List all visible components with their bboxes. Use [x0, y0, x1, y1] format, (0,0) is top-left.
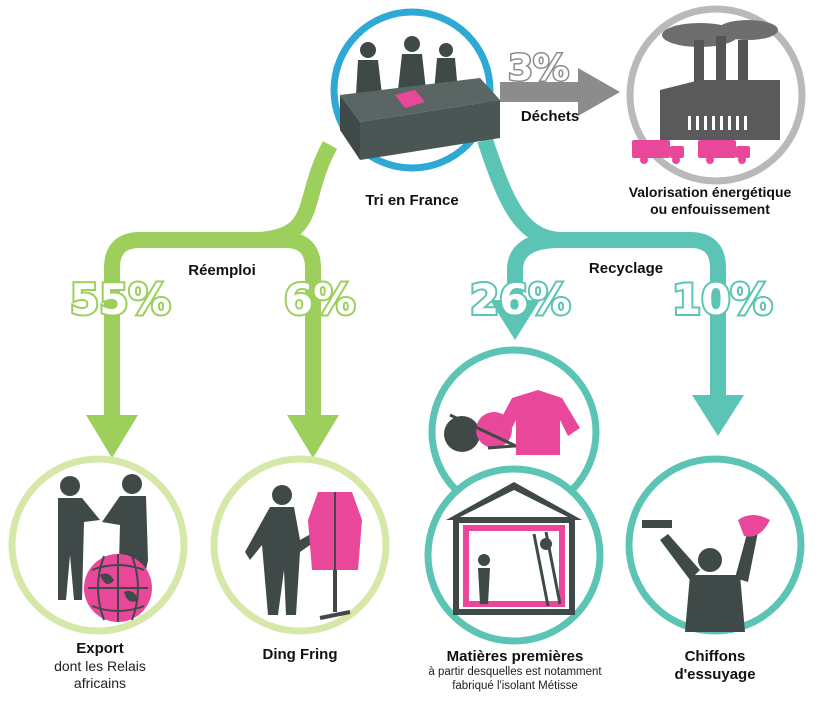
raw-materials-label: Matières premières à partir desquelles e…	[400, 648, 630, 694]
waste-label-line2: ou enfouissement	[650, 200, 770, 217]
rags-node	[625, 455, 805, 635]
dechets-label: Déchets	[520, 108, 580, 125]
reemploi-label: Réemploi	[188, 262, 256, 279]
raw-materials-sub-line1: à partir desquelles est notamment	[428, 666, 602, 678]
export-label: Export dont les Relais africains	[30, 640, 170, 692]
matieres-flow-line	[507, 232, 561, 305]
ding-fring-node	[210, 455, 390, 635]
matieres-pct: 26%	[470, 275, 571, 324]
dechets-arrow-shaft	[500, 82, 580, 102]
ding-fring-pct: 6%	[284, 275, 355, 324]
chiffons-arrow-head	[692, 395, 744, 436]
waste-label-line1: Valorisation énergétique	[628, 184, 792, 200]
export-sub-line2: africains	[73, 674, 127, 691]
factory-icon	[660, 20, 780, 140]
sweater-icon	[496, 390, 580, 455]
yarn-balls-icon	[444, 412, 541, 452]
raw-materials-title: Matières premières	[446, 648, 584, 665]
sorting-node	[330, 8, 500, 172]
dechets-arrow-head	[578, 68, 620, 116]
sorting-table-icon	[340, 78, 500, 160]
ding-fring-arrow-head	[287, 415, 339, 458]
yarn-node	[428, 346, 600, 518]
house-insulation-icon	[446, 482, 582, 615]
export-arrow-head	[86, 415, 138, 458]
mannequin-jacket-icon	[308, 492, 362, 620]
house-node	[424, 465, 604, 645]
ding-fring-flow-line	[230, 232, 321, 420]
recyclage-label: Recyclage	[588, 260, 664, 277]
dechets-pct: 3%	[508, 48, 569, 89]
ding-fring-label: Ding Fring	[262, 646, 338, 663]
globe-icon	[84, 554, 152, 622]
rags-label: Chiffons d'essuyage	[650, 648, 780, 684]
source-label: Tri en France	[365, 192, 459, 209]
export-pct: 55%	[70, 275, 171, 324]
waste-label: Valorisation énergétique ou enfouissemen…	[600, 184, 820, 218]
waste-node	[626, 5, 806, 185]
rags-label-line1: Chiffons	[684, 648, 746, 665]
shopper-icon	[245, 485, 320, 615]
export-title: Export	[76, 640, 124, 657]
rags-label-line2: d'essuyage	[674, 666, 756, 683]
raw-materials-sub-line2: fabriqué l'isolant Métisse	[452, 679, 578, 692]
export-node	[8, 455, 188, 635]
chiffons-pct: 10%	[672, 275, 773, 324]
export-sub-line1: dont les Relais	[54, 658, 146, 674]
truck-icon	[632, 140, 750, 164]
matieres-arrow-head	[490, 300, 540, 340]
window-cleaner-icon	[642, 515, 770, 632]
